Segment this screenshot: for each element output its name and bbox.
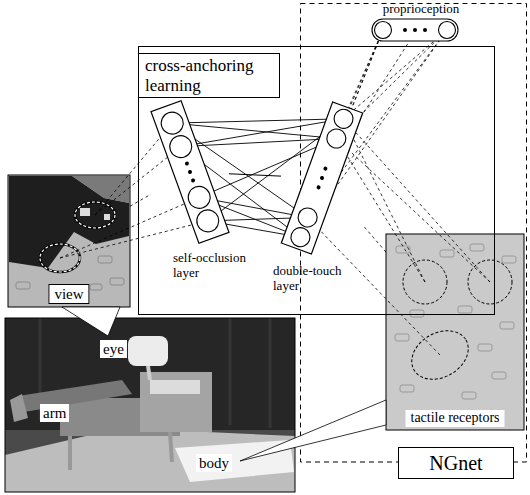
network-tag: NGnet [398, 447, 514, 479]
robot-photo [68, 436, 72, 470]
node-label: double-touch layer [273, 264, 357, 294]
tactile-photo [386, 234, 524, 430]
layer-outline [281, 102, 362, 254]
camera-view: view [8, 175, 130, 307]
node-label: NGnet [429, 452, 482, 474]
tactile-photo [500, 322, 514, 329]
tactile-photo [478, 344, 492, 351]
tactile-photo [400, 385, 414, 392]
connector [229, 174, 281, 176]
connector [363, 44, 408, 114]
neuron-unit [167, 133, 195, 161]
robot-photo [148, 366, 150, 380]
ellipsis-dot [184, 161, 189, 166]
tactile-sensor: tactile receptors [386, 234, 524, 430]
ellipsis-dot [423, 28, 427, 32]
tactile-photo [440, 250, 454, 257]
view-photo [98, 256, 112, 263]
node-label: self-occlusion layer [173, 251, 261, 281]
connector [363, 225, 386, 252]
view-photo [16, 282, 30, 289]
robot-photo [150, 380, 200, 394]
robot-photo [229, 318, 232, 425]
view-photo [90, 284, 102, 290]
tactile-photo [470, 244, 484, 251]
ellipsis-dot [319, 175, 324, 180]
view-photo [110, 278, 124, 285]
layer-outline [281, 102, 363, 254]
ellipsis-dot [323, 166, 328, 171]
tactile-photo [395, 334, 409, 341]
tactile-photo [458, 306, 472, 313]
robot-photo [18, 380, 132, 412]
layer-outline [151, 101, 229, 244]
view-photo [80, 208, 90, 216]
tactile-photo [492, 372, 506, 379]
robot-photo [10, 394, 28, 422]
input-line [308, 218, 440, 356]
anchor-line [172, 119, 343, 123]
node-label: proprioception [365, 2, 477, 16]
neuron-unit [288, 225, 312, 249]
neuron-unit [324, 126, 348, 150]
input-line [60, 30, 490, 355]
neuron-unit [295, 205, 319, 229]
input-line [336, 139, 490, 283]
node-label: view [48, 284, 89, 304]
neuron-unit [185, 183, 213, 211]
tactile-photo [410, 310, 424, 317]
ellipsis-dot [413, 28, 417, 32]
callout-wedge [62, 307, 120, 336]
tactile-photo [462, 392, 476, 399]
neuron-row [365, 16, 465, 43]
anchor-line [181, 139, 337, 147]
ellipsis-dot [191, 178, 196, 183]
robot-photo [128, 336, 168, 366]
neuron-unit [375, 22, 392, 39]
robot-photo [5, 318, 295, 492]
part-label: body [196, 454, 232, 472]
neuron-layer: self-occlusion layer [151, 101, 229, 243]
robot-photo [5, 318, 295, 492]
robot-photo [269, 318, 272, 428]
network-region [301, 4, 527, 463]
tactile-photo [386, 234, 524, 430]
input-line [344, 119, 491, 282]
part-label: arm [40, 404, 69, 422]
view-photo [72, 176, 129, 203]
view-photo [9, 176, 129, 268]
robot-photo [5, 318, 295, 492]
input-line [344, 30, 448, 119]
input-line [60, 197, 199, 258]
robot-photo [170, 432, 172, 462]
robot-photo [140, 372, 212, 432]
layer-outline [151, 101, 229, 243]
neuron-unit [194, 207, 222, 235]
layer-outline [151, 101, 229, 244]
neuron-unit [331, 107, 355, 131]
neuron-unit [439, 22, 456, 39]
ellipsis-dot [187, 169, 192, 174]
tactile-photo [386, 234, 524, 430]
robot-photo [5, 428, 295, 492]
ellipsis-dot [316, 185, 321, 190]
layer-outline [281, 102, 362, 254]
node-label: tactile receptors [405, 410, 504, 427]
callout-wedge [240, 400, 386, 461]
input-line [344, 119, 426, 282]
connector [130, 194, 151, 206]
neuron-row [372, 19, 458, 41]
neuron-unit [158, 109, 186, 137]
tactile-photo [502, 256, 516, 263]
frame-heading: cross-anchoring learning [138, 53, 280, 98]
neuron-layer: double-touch layer [281, 102, 363, 254]
ellipsis-dot [403, 28, 407, 32]
anchor-line [172, 123, 336, 138]
view-photo [104, 214, 110, 220]
neuron-row: proprioception [365, 2, 477, 44]
part-label: eye [100, 340, 127, 358]
learning-frame: self-occlusion layerdouble-touch layercr… [138, 46, 495, 315]
